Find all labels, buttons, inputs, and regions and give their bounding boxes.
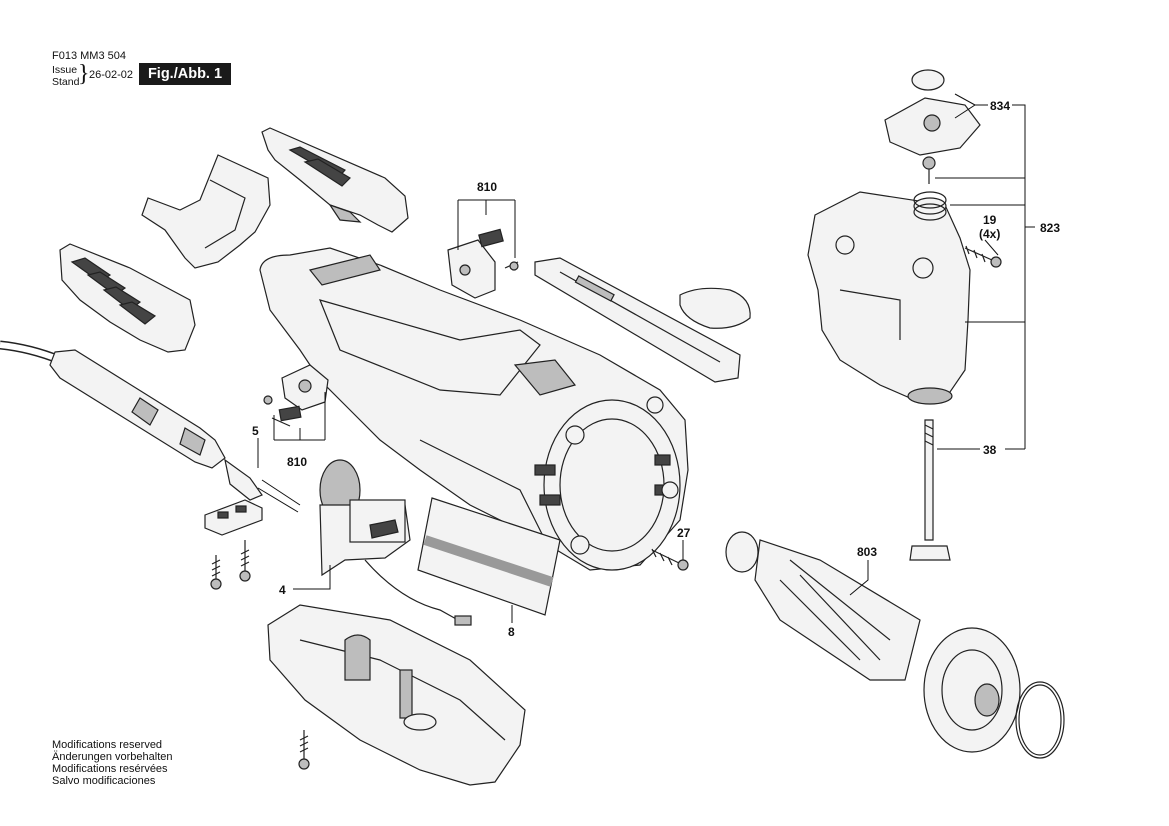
inner-shield-upper <box>141 154 271 269</box>
label-sheet <box>417 497 561 616</box>
motor-housing <box>259 247 689 571</box>
label-810-left: 810 <box>287 455 307 469</box>
screw-bottom <box>298 730 310 770</box>
issue-date: 26-02-02 <box>89 69 134 81</box>
lower-cover <box>267 604 526 786</box>
note-line: Modifications resérvées <box>52 763 168 775</box>
screw-left-a <box>210 555 222 590</box>
switch-unit <box>319 459 472 626</box>
screw-19 <box>964 245 1002 268</box>
screw-left-b <box>239 540 251 582</box>
armature <box>725 531 1065 759</box>
note-line: Änderungen vorbehalten <box>52 751 173 763</box>
label-834: 834 <box>990 99 1010 113</box>
label-19: 19 <box>983 213 997 227</box>
issue-brace: } <box>78 61 90 87</box>
issue-label: Issue <box>52 64 78 76</box>
label-8: 8 <box>508 625 515 639</box>
modification-notes: Modifications reserved Änderungen vorbeh… <box>52 739 172 787</box>
label-810-top: 810 <box>477 180 497 194</box>
housing-shell-upper <box>261 127 409 233</box>
label-38: 38 <box>983 443 997 457</box>
brush-holder-upper <box>447 228 519 299</box>
issue-stand-labels: Issue Stand <box>52 64 79 88</box>
knob-spring <box>913 156 947 221</box>
gear-head-housing <box>807 191 971 405</box>
label-823: 823 <box>1040 221 1060 235</box>
document-number: F013 MM3 504 <box>52 50 126 62</box>
power-cord <box>0 340 301 513</box>
note-line: Salvo modificaciones <box>52 775 156 787</box>
label-4: 4 <box>279 583 286 597</box>
label-803: 803 <box>857 545 877 559</box>
label-5: 5 <box>252 424 259 438</box>
callout-lines <box>257 93 1035 623</box>
label-27: 27 <box>677 526 691 540</box>
note-line: Modifications reserved <box>52 739 163 751</box>
label-19-qty: (4x) <box>979 227 1000 241</box>
spindle-lock-knob <box>884 69 981 156</box>
stand-label: Stand <box>52 76 80 88</box>
cord-clamp <box>204 499 263 536</box>
housing-shell-left <box>59 243 196 353</box>
switch-button <box>679 287 751 329</box>
spindle-38 <box>909 419 951 561</box>
switch-slider-rod <box>534 257 741 383</box>
brush-holder-lower <box>263 364 329 427</box>
figure-badge: Fig./Abb. 1 <box>139 63 231 85</box>
